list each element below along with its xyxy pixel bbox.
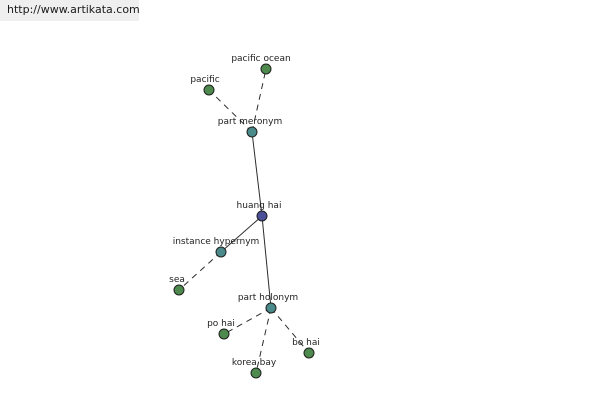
label-part-holonym: part holonym	[238, 293, 298, 303]
node-pacific-ocean[interactable]	[260, 63, 272, 75]
node-part-holonym[interactable]	[265, 302, 277, 314]
label-huang-hai: huang hai	[237, 201, 282, 211]
edge-holonym-bo-hai	[270, 307, 310, 354]
label-pacific-ocean: pacific ocean	[231, 54, 290, 64]
graph-labels: huang hai part meronym instance hypernym…	[169, 54, 320, 368]
edge-center-hypernym	[220, 215, 263, 253]
label-part-meronym: part meronym	[218, 117, 282, 127]
label-instance-hypernym: instance hypernym	[173, 237, 260, 247]
edge-center-holonym	[261, 215, 272, 309]
node-sea[interactable]	[173, 284, 185, 296]
node-pacific[interactable]	[203, 84, 215, 96]
label-bo-hai: bo hai	[292, 338, 320, 348]
label-pacific: pacific	[190, 75, 219, 85]
label-korea-bay: korea bay	[232, 358, 277, 368]
node-po-hai[interactable]	[218, 328, 230, 340]
node-part-meronym[interactable]	[246, 126, 258, 138]
label-sea: sea	[169, 275, 185, 285]
node-instance-hypernym[interactable]	[215, 246, 227, 258]
graph-nodes	[173, 63, 315, 379]
node-korea-bay[interactable]	[250, 367, 262, 379]
edge-holonym-po-hai	[223, 307, 272, 335]
edge-hypernym-sea	[178, 251, 222, 291]
node-huang-hai[interactable]	[256, 210, 268, 222]
source-url-link[interactable]: http://www.artikata.com	[0, 0, 140, 21]
edge-center-meronym	[251, 131, 263, 217]
edge-holonym-korea-bay	[255, 307, 272, 374]
label-po-hai: po hai	[207, 319, 235, 329]
node-bo-hai[interactable]	[303, 347, 315, 359]
graph-edges	[178, 68, 310, 374]
